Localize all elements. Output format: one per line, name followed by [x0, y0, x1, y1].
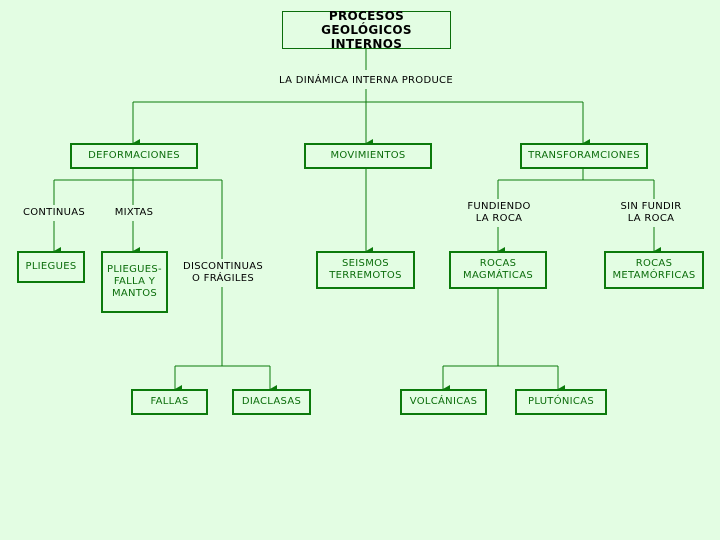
node-seismos-terremotos: SEISMOS TERREMOTOS [316, 251, 415, 289]
node-plutonicas: PLUTÓNICAS [515, 389, 607, 415]
node-pliegues: PLIEGUES [17, 251, 85, 283]
node-rocas-metamorficas: ROCAS METAMÓRFICAS [604, 251, 704, 289]
edge-label-fundiendo: FUNDIENDO LA ROCA [464, 201, 534, 225]
edge-label-discontinuas: DISCONTINUAS O FRÁGILES [180, 261, 266, 285]
edge-label-mixtas: MIXTAS [108, 207, 160, 219]
main-title: PROCESOS GEOLÓGICOS INTERNOS [282, 9, 451, 51]
edge-label-continuas: CONTINUAS [20, 207, 88, 219]
node-pliegues-falla-mantos: PLIEGUES- FALLA Y MANTOS [101, 251, 168, 313]
node-movimientos: MOVIMIENTOS [304, 143, 432, 169]
edge-label-sin-fundir: SIN FUNDIR LA ROCA [616, 201, 686, 225]
node-diaclasas: DIACLASAS [232, 389, 311, 415]
node-deformaciones: DEFORMACIONES [70, 143, 198, 169]
produce-label: LA DINÁMICA INTERNA PRODUCE [278, 75, 454, 87]
node-transformaciones: TRANSFORAMCIONES [520, 143, 648, 169]
node-rocas-magmaticas: ROCAS MAGMÁTICAS [449, 251, 547, 289]
node-volcanicas: VOLCÁNICAS [400, 389, 487, 415]
node-fallas: FALLAS [131, 389, 208, 415]
